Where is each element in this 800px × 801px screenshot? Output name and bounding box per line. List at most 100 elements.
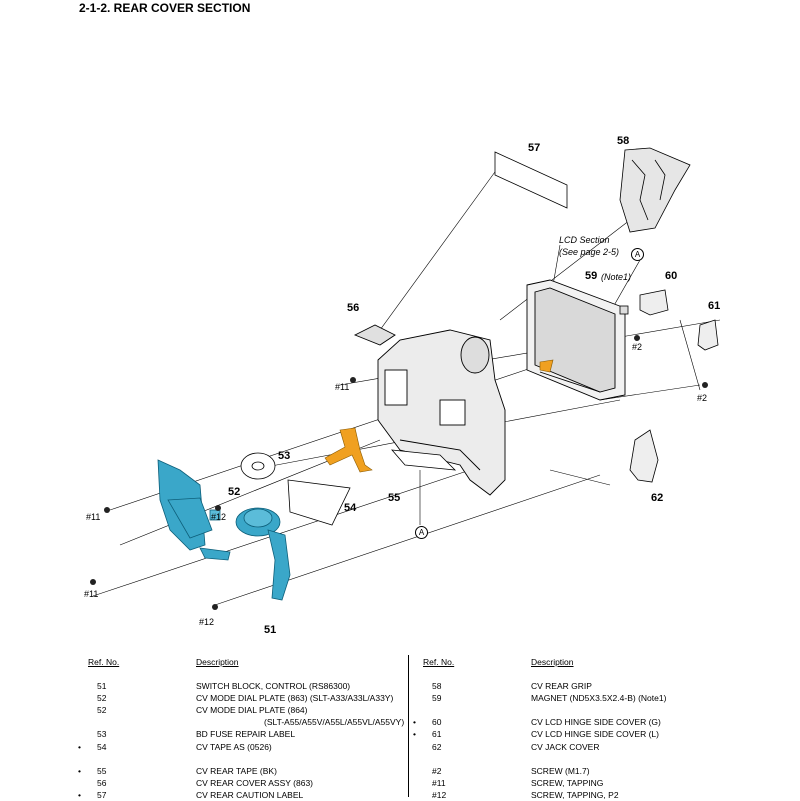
table-row xyxy=(420,704,790,716)
label-part-57: 57 xyxy=(528,142,541,154)
row-mark: • xyxy=(78,765,81,776)
row-ref: 58 xyxy=(432,681,442,691)
row-description: CV LCD HINGE SIDE COVER (G) xyxy=(531,717,661,728)
part-58-rear-grip xyxy=(619,147,691,233)
row-ref: 52 xyxy=(97,693,107,704)
table-row: #11 SCREW, TAPPING xyxy=(420,777,790,789)
part-52-mode-dial xyxy=(240,452,276,480)
part-59-magnet xyxy=(619,305,629,315)
description-header: Description xyxy=(531,657,574,667)
row-description: CV REAR TAPE (BK) xyxy=(196,765,277,776)
table-row: 52 CV MODE DIAL PLATE (864) xyxy=(85,704,405,716)
table-row: 58 CV REAR GRIP xyxy=(420,680,790,692)
label-part-52: 52 xyxy=(228,486,241,498)
row-description: CV MODE DIAL PLATE (864) xyxy=(196,705,308,716)
parts-table-left: Ref. No. Description 51 SWITCH BLOCK, CON… xyxy=(78,656,405,801)
table-row: • 54 CV TAPE AS (0526) xyxy=(78,741,405,753)
label-screw-11: #11 xyxy=(335,382,350,392)
part-57-caution-label xyxy=(494,151,568,209)
label-part-56: 56 xyxy=(347,302,360,314)
part-55-rear-tape xyxy=(391,449,457,471)
label-screw-2: #2 xyxy=(632,342,643,352)
row-ref: 52 xyxy=(97,705,107,716)
row-mark: • xyxy=(413,729,416,740)
label-part-53: 53 xyxy=(278,450,291,462)
row-description: (SLT-A55/A55V/A55L/A55VL/A55VY) xyxy=(264,717,405,728)
table-divider xyxy=(408,655,409,797)
row-ref: 54 xyxy=(97,741,107,752)
part-61-hinge-cover xyxy=(697,319,719,351)
label-screw-12: #12 xyxy=(211,512,227,522)
row-description: CV REAR CAUTION LABEL xyxy=(196,789,304,800)
row-mark: • xyxy=(413,717,416,728)
row-ref: 57 xyxy=(97,789,107,800)
row-ref: 61 xyxy=(432,729,442,740)
row-description: BD FUSE REPAIR LABEL xyxy=(196,729,296,740)
row-ref: #11 xyxy=(432,777,446,788)
part-53-fuse-label xyxy=(287,479,351,526)
row-ref: 56 xyxy=(97,777,107,788)
row-description: CV TAPE AS (0526) xyxy=(196,741,272,752)
description-header: Description xyxy=(196,657,239,667)
part-60-hinge-cover xyxy=(639,289,669,316)
ref-header: Ref. No. xyxy=(423,657,455,667)
lcd-section-note: LCD Section (See page 2-5) xyxy=(559,234,619,258)
row-description: CV REAR GRIP xyxy=(531,681,592,691)
row-ref: 51 xyxy=(97,681,107,691)
row-mark: • xyxy=(78,741,81,752)
table-row: 51 SWITCH BLOCK, CONTROL (RS86300) xyxy=(85,680,405,692)
table-row: 53 BD FUSE REPAIR LABEL xyxy=(85,728,405,740)
part-51-switch-block xyxy=(157,459,291,601)
table-row: • 55 CV REAR TAPE (BK) xyxy=(78,765,405,777)
row-ref: 59 xyxy=(432,693,442,704)
row-ref: 55 xyxy=(97,765,107,776)
reference-mark-a: A xyxy=(631,248,644,261)
table-row: 56 CV REAR COVER ASSY (863) xyxy=(85,777,405,789)
parts-table-right: Ref. No. Description 58 CV REAR GRIP 59 MAG… xyxy=(413,656,790,801)
table-row: 59 MAGNET (ND5X3.5X2.4-B) (Note1) xyxy=(420,692,790,704)
table-row: (SLT-A55/A55V/A55L/A55VL/A55VY) xyxy=(85,716,405,728)
table-row: 52 CV MODE DIAL PLATE (863) (SLT-A33/A33L… xyxy=(85,692,405,704)
lcd-monitor xyxy=(526,279,626,401)
label-part-61: 61 xyxy=(708,300,721,312)
row-description: CV REAR COVER ASSY (863) xyxy=(196,777,313,788)
table-row: • 57 CV REAR CAUTION LABEL xyxy=(78,789,405,801)
exploded-diagram xyxy=(90,147,721,610)
label-part-58: 58 xyxy=(617,135,630,147)
row-description: SWITCH BLOCK, CONTROL (RS86300) xyxy=(196,681,351,691)
label-screw-12: #12 xyxy=(199,617,215,627)
reference-mark-a: A xyxy=(415,526,428,539)
table-row xyxy=(420,753,790,765)
table-row: 62 CV JACK COVER xyxy=(420,741,790,753)
part-56-rear-cover xyxy=(353,324,506,496)
label-screw-11: #11 xyxy=(84,589,99,599)
row-description: MAGNET (ND5X3.5X2.4-B) (Note1) xyxy=(531,693,667,704)
page-title: 2-1-2. REAR COVER SECTION xyxy=(79,1,251,15)
row-description: CV LCD HINGE SIDE COVER (L) xyxy=(531,729,659,740)
table-row: • 61 CV LCD HINGE SIDE COVER (L) xyxy=(413,728,790,740)
ref-header: Ref. No. xyxy=(88,657,120,667)
row-ref: 53 xyxy=(97,729,107,740)
table-row: • 60 CV LCD HINGE SIDE COVER (G) xyxy=(413,716,790,728)
row-description: CV MODE DIAL PLATE (863) (SLT-A33/A33L/A… xyxy=(196,693,394,704)
label-part-59: 59 xyxy=(585,270,598,282)
label-part-60: 60 xyxy=(665,270,678,282)
screw-icon xyxy=(90,335,708,610)
lcd-section-note-line: (See page 2-5) xyxy=(559,247,620,257)
row-mark: • xyxy=(78,789,81,800)
label-screw-2: #2 xyxy=(697,393,708,403)
row-description: SCREW, TAPPING, P2 xyxy=(531,789,619,800)
label-part-62: 62 xyxy=(651,492,664,504)
label-part-54: 54 xyxy=(344,502,357,514)
lcd-section-note-line: LCD Section xyxy=(559,235,610,245)
row-description: CV JACK COVER xyxy=(531,741,600,752)
part-54-tape xyxy=(324,359,554,473)
row-description: SCREW, TAPPING xyxy=(531,777,604,788)
label-part-51: 51 xyxy=(264,624,277,636)
row-description: SCREW (M1.7) xyxy=(531,765,590,776)
row-ref: 60 xyxy=(432,717,442,728)
row-ref: 62 xyxy=(432,741,442,752)
label-part-55: 55 xyxy=(388,492,401,504)
